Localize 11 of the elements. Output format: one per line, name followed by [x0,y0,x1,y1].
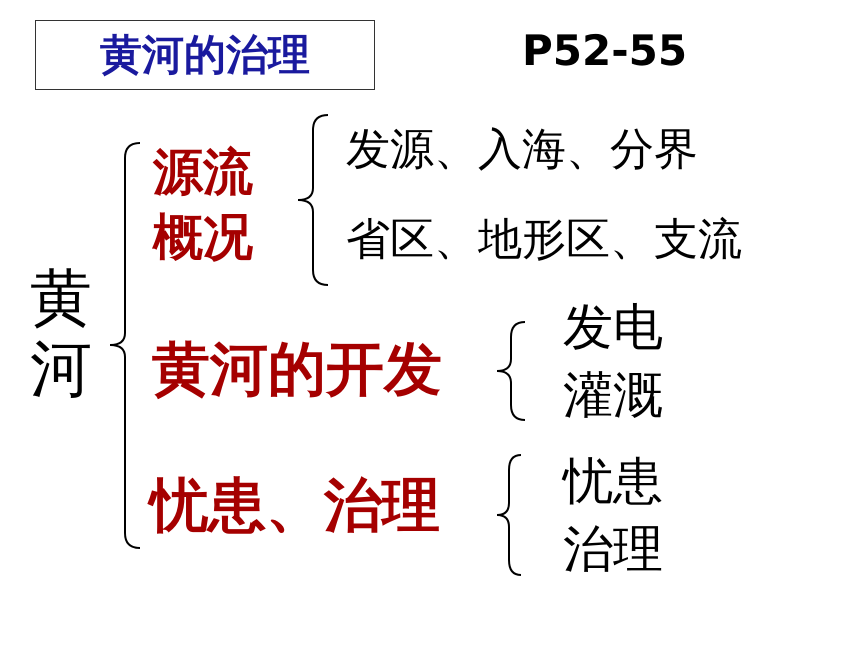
label-text: 发电 [563,300,663,355]
label-text: 发源、入海、分界 [346,126,698,174]
label-text: 忧患 [563,454,663,509]
label-text: 省区、地形区、支流 [346,216,742,264]
label-text: 源流概况 [153,142,253,268]
label-text: 黄河的开发 [152,338,442,402]
label-text: 治理 [563,522,663,577]
page-reference: P52-55 [522,28,688,74]
label-text: 灌溉 [563,368,663,423]
label-text: 黄河 [30,262,92,405]
title: 黄河的治理 [100,29,310,81]
